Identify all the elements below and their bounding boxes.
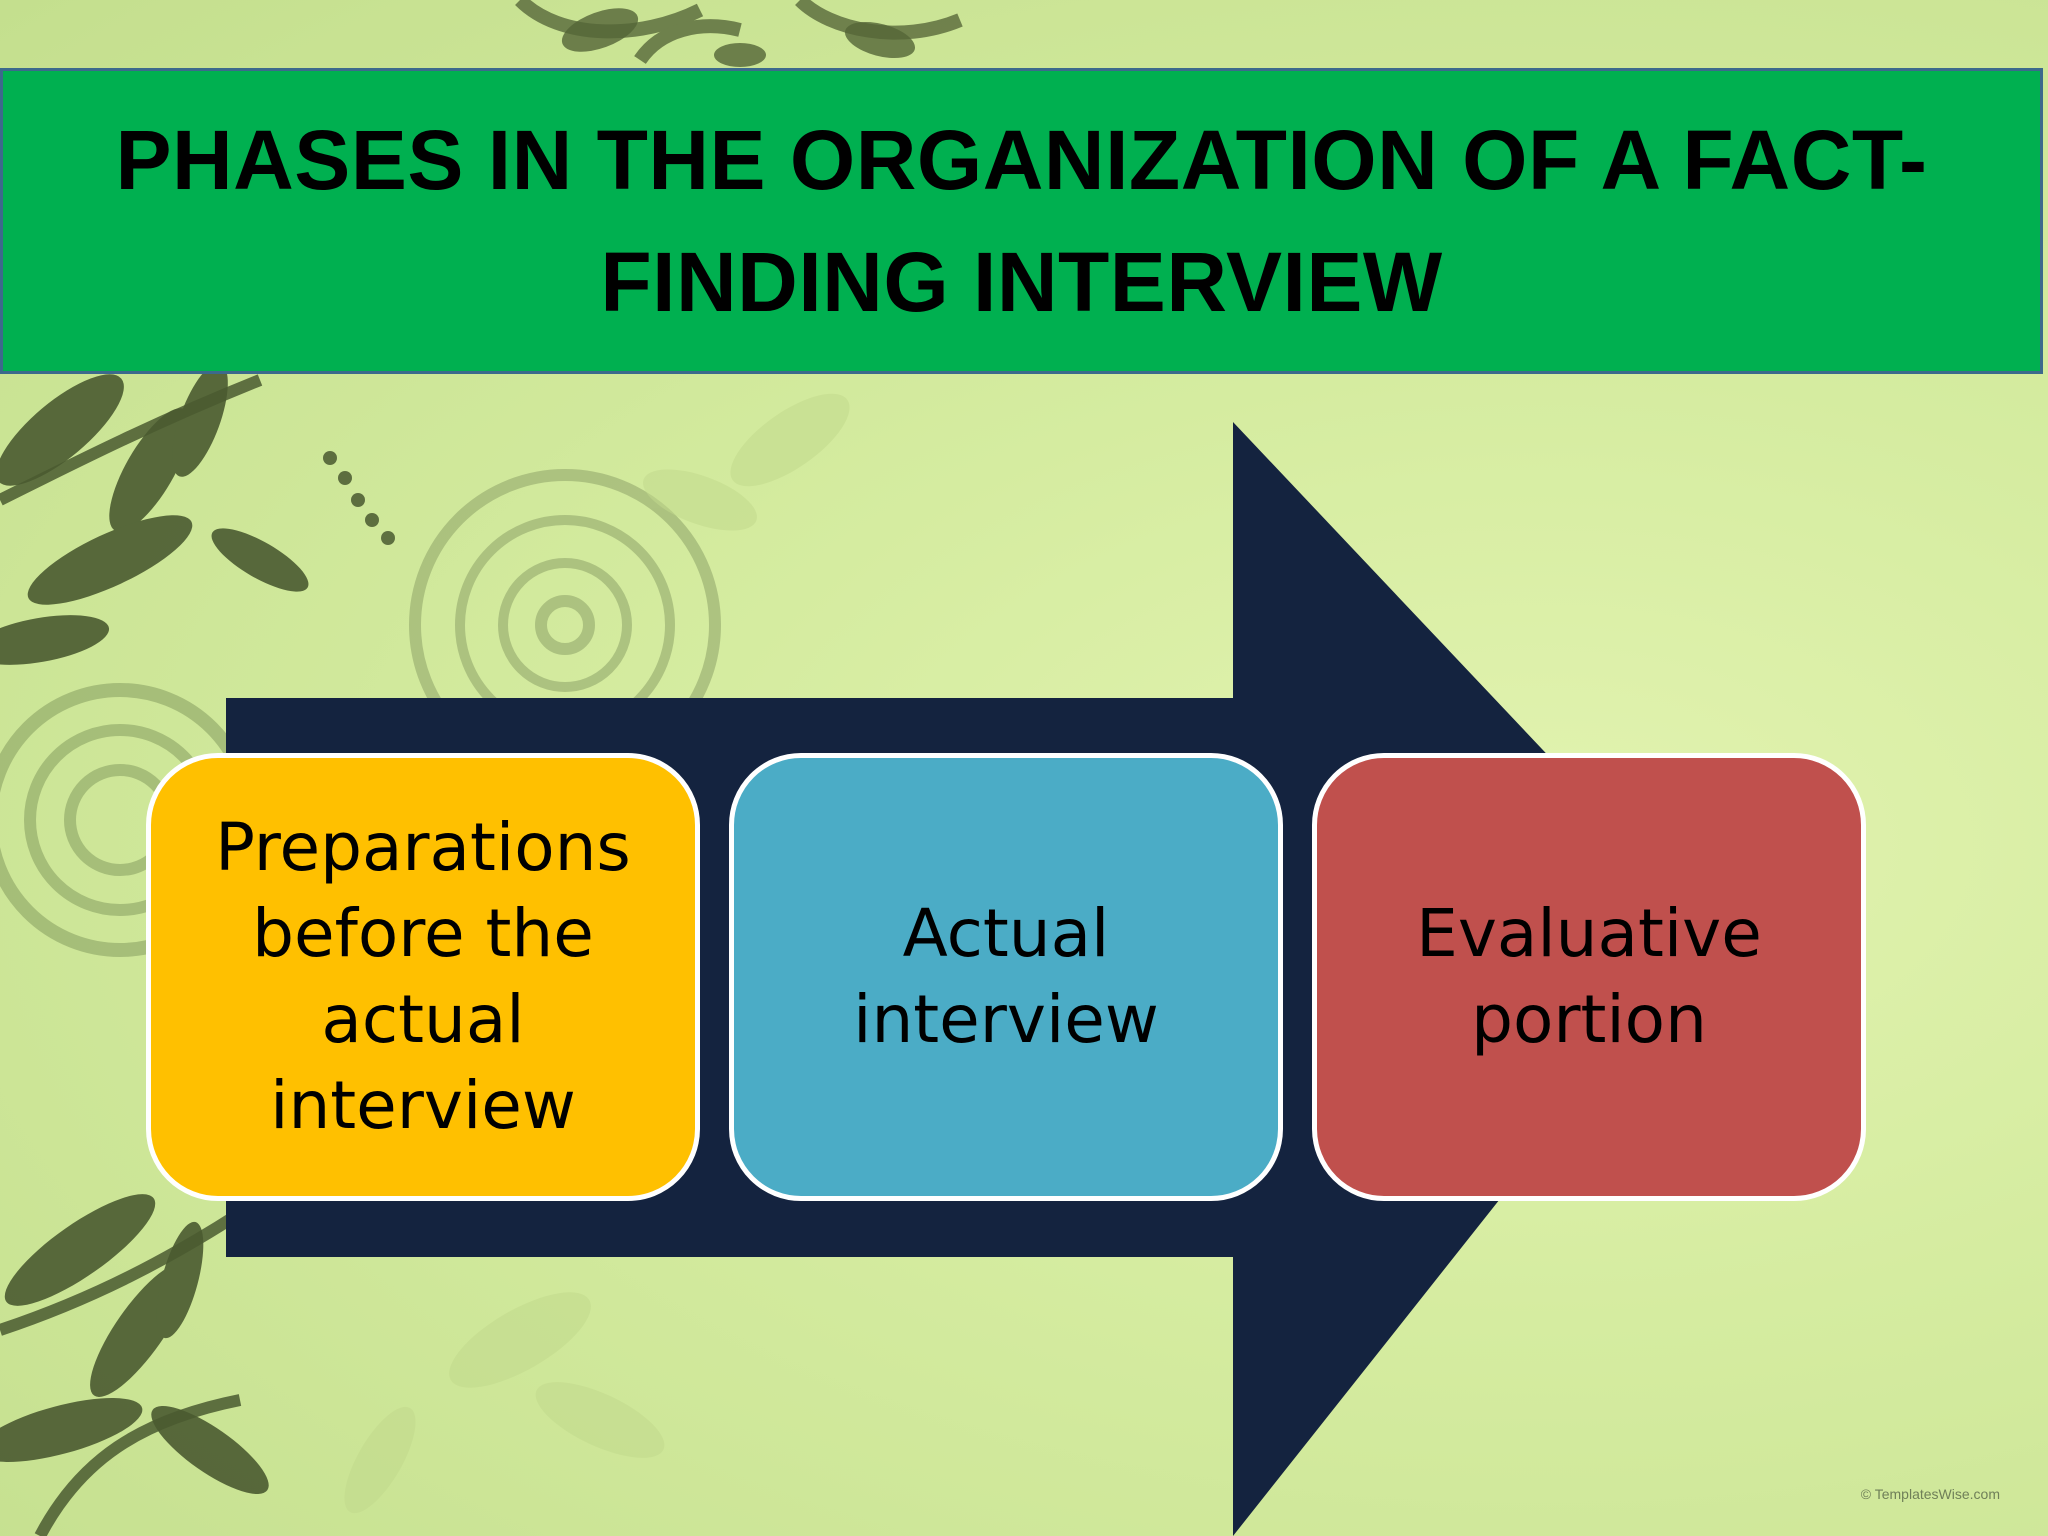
- slide-title: PHASES IN THE ORGANIZATION OF A FACT-FIN…: [115, 113, 1928, 329]
- phase-label: Actual interview: [853, 895, 1159, 1058]
- phase-label: Preparations before the actual interview: [215, 809, 631, 1144]
- watermark: © TemplatesWise.com: [1860, 1486, 2000, 1502]
- phase-box-preparations: Preparations before the actual interview: [146, 753, 700, 1201]
- phase-box-evaluative-portion: Evaluative portion: [1312, 753, 1866, 1201]
- phase-label: Evaluative portion: [1416, 895, 1762, 1058]
- phase-box-actual-interview: Actual interview: [729, 753, 1283, 1201]
- title-banner: PHASES IN THE ORGANIZATION OF A FACT-FIN…: [0, 68, 2043, 374]
